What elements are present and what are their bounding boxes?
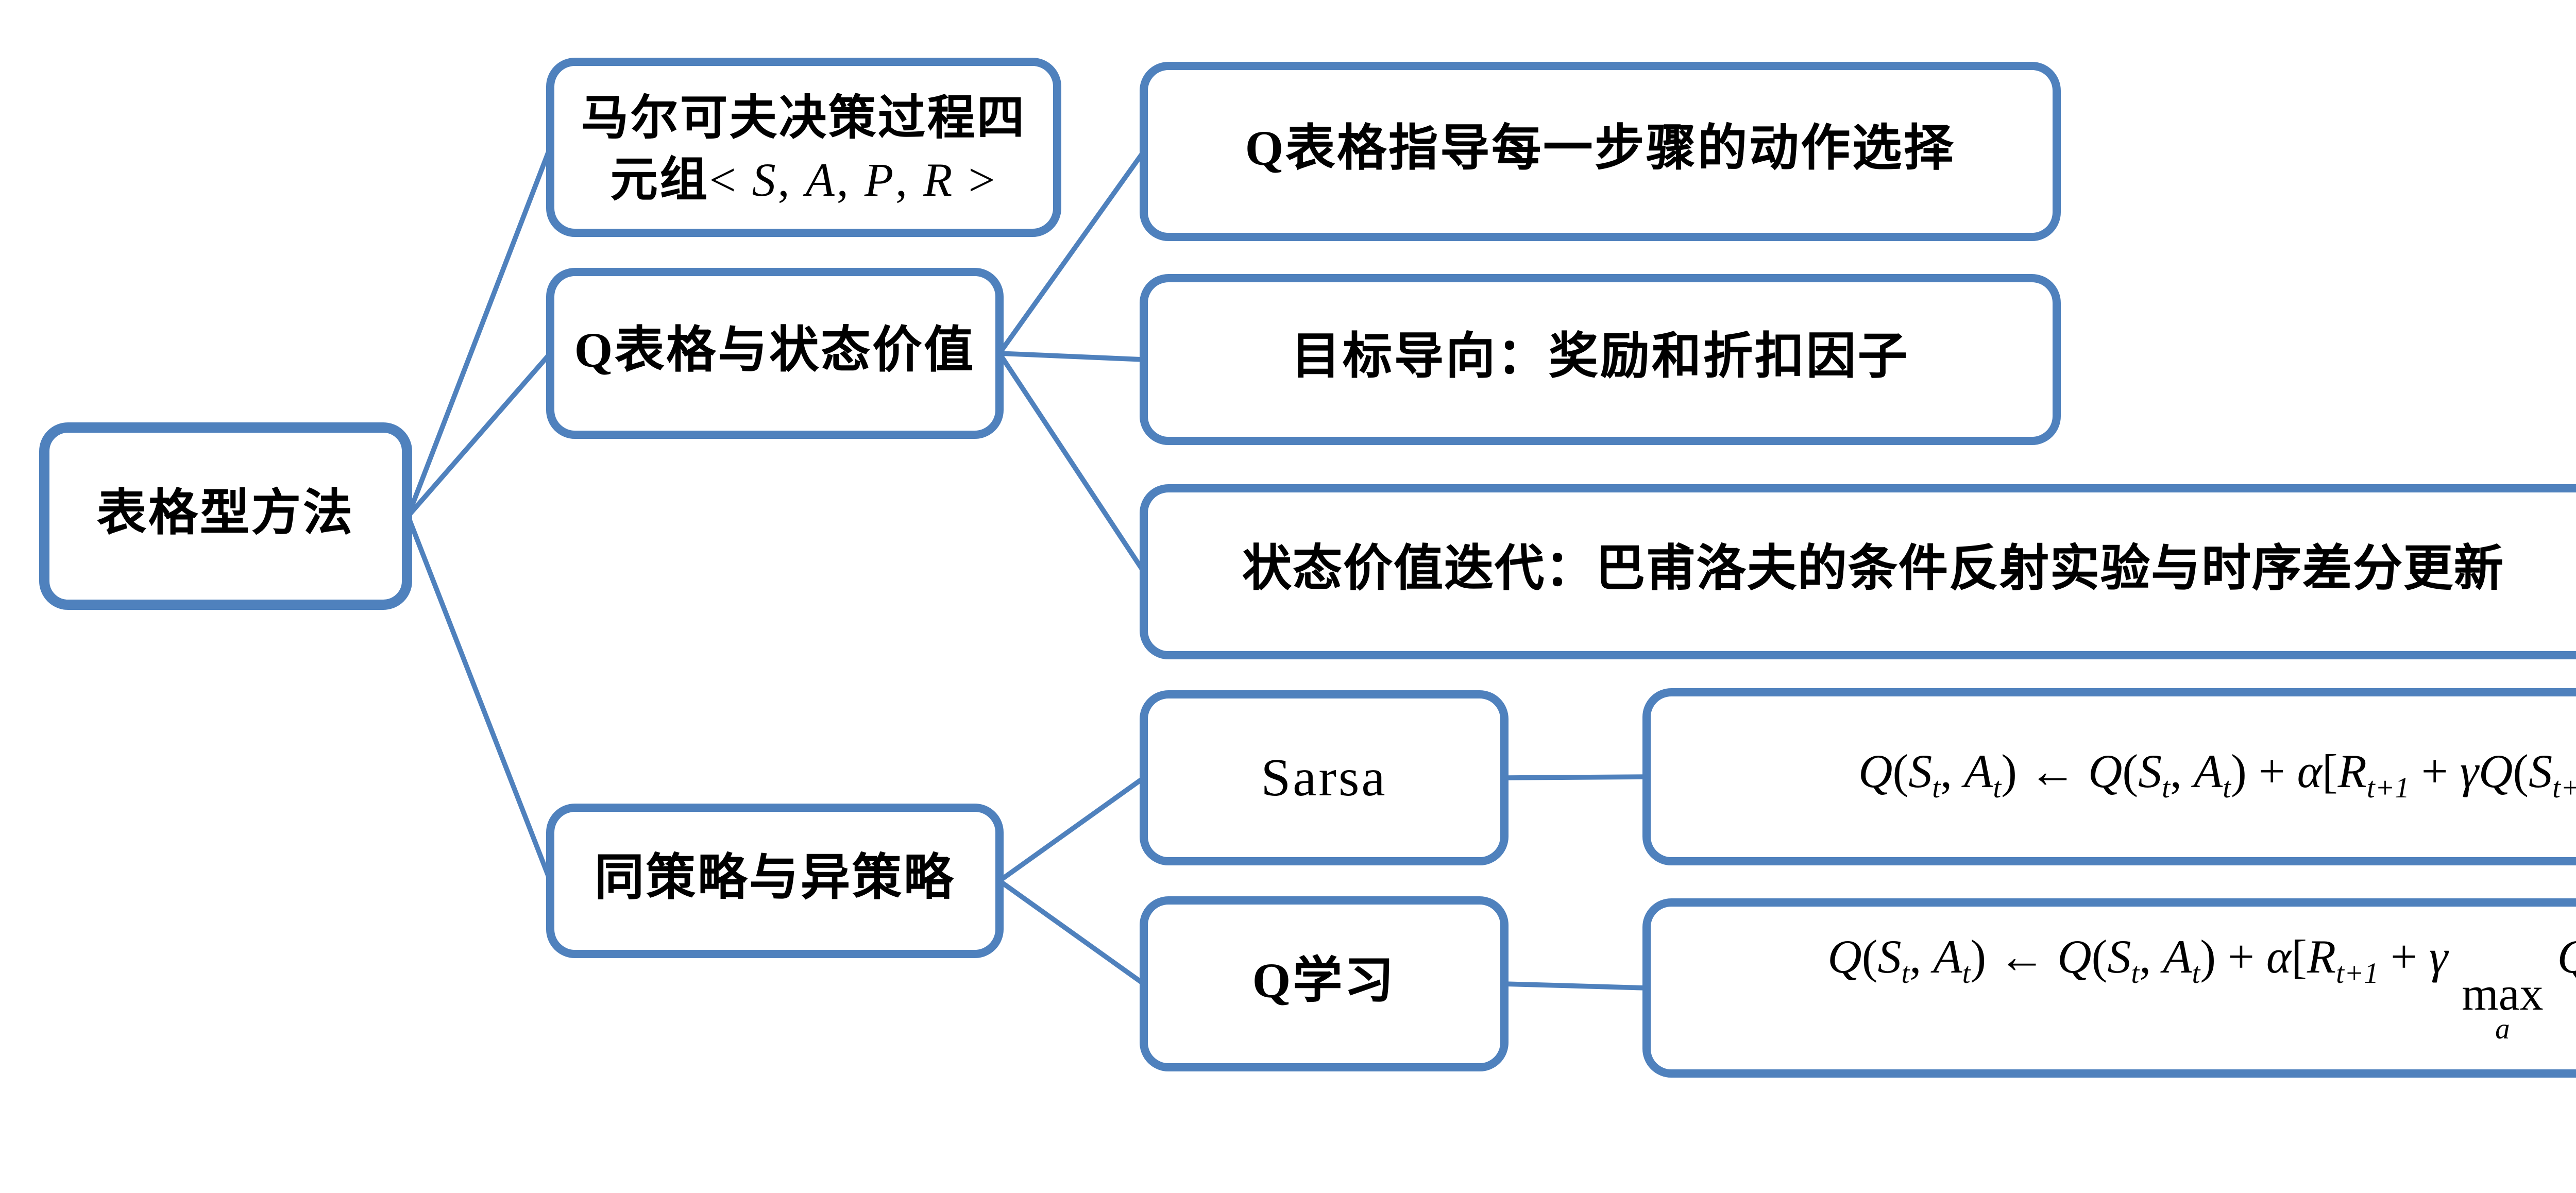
formula-token: ( xyxy=(1892,746,1909,798)
node-label: 表格型方法 xyxy=(97,488,354,542)
formula-token: , xyxy=(895,155,924,207)
connector-line xyxy=(1502,981,1649,991)
formula-token: A xyxy=(1933,932,1962,984)
node-label-line1: 马尔可夫决策过程四 xyxy=(581,93,1026,145)
formula-token: t xyxy=(1962,959,1971,992)
formula-token: S xyxy=(1908,746,1933,798)
formula-token: t xyxy=(2131,959,2140,992)
formula-token: , xyxy=(1909,932,1934,984)
formula-token: γQ xyxy=(2460,746,2513,798)
node-label-line2: 元组< S, A, P, R > xyxy=(611,154,997,210)
formula-token: ) + xyxy=(2200,932,2266,984)
formula-token: t xyxy=(1932,773,1941,807)
formula-token: Q xyxy=(1827,932,1862,984)
connector-line xyxy=(405,514,553,883)
node-tabular-methods: 表格型方法 xyxy=(39,422,412,610)
formula-token: Q xyxy=(2057,932,2092,984)
formula-token: t xyxy=(2162,773,2170,807)
connector-line xyxy=(997,149,1146,356)
formula-token xyxy=(2546,932,2557,983)
formula-token: ) + xyxy=(2231,746,2297,798)
node-sarsa: Sarsa xyxy=(1140,690,1509,865)
formula-token: P xyxy=(864,155,896,207)
sarsa-formula-text: Q(St, At) ← Q(St, At) + α[Rt+1 + γQ(St+1… xyxy=(1858,745,2576,809)
formula-token: Q xyxy=(2088,746,2123,798)
connector-line xyxy=(997,351,1146,574)
node-label: 目标导向：奖励和折扣因子 xyxy=(1291,332,1909,386)
formula-token: α xyxy=(2266,932,2292,984)
formula-token: S xyxy=(2107,932,2131,984)
formula-token: ( xyxy=(2091,932,2108,984)
formula-token: t xyxy=(2192,959,2200,992)
formula-token: t+1 xyxy=(2336,959,2379,992)
formula-token: Q xyxy=(2557,932,2576,983)
node-label: Q学习 xyxy=(1252,956,1396,1010)
formula-token: S xyxy=(752,155,778,207)
formula-token: + xyxy=(2378,932,2429,984)
connector-line xyxy=(1502,774,1649,780)
formula-token: , xyxy=(2170,746,2194,798)
formula-token: S xyxy=(2138,746,2162,798)
formula-token: R xyxy=(2337,746,2367,798)
connector-line xyxy=(997,351,1146,362)
connector-line xyxy=(997,878,1146,986)
node-q-table-guides-actions: Q表格指导每一步骤的动作选择 xyxy=(1140,62,2061,241)
formula-token: < xyxy=(709,155,752,207)
formula-token: A xyxy=(805,155,837,207)
formula-token: ) ← xyxy=(1970,932,2058,984)
formula-token: A xyxy=(2163,932,2192,984)
formula-token: ( xyxy=(2122,746,2139,798)
formula-token: , xyxy=(777,155,806,207)
node-label: Q表格指导每一步骤的动作选择 xyxy=(1245,124,1956,178)
formula-token: A xyxy=(1964,746,1993,798)
node-label: Q表格与状态价值 xyxy=(574,326,976,380)
formula-token: R xyxy=(923,155,955,207)
formula-token: S xyxy=(2529,746,2553,798)
formula-token: 元组 xyxy=(610,155,709,207)
formula-token: [ xyxy=(2291,932,2307,984)
connector-line xyxy=(997,775,1146,883)
formula-token: S xyxy=(1877,932,1902,984)
formula-token: , xyxy=(1940,746,1964,798)
connector-line xyxy=(405,145,553,519)
connector-line xyxy=(405,351,553,519)
formula-token: t xyxy=(1993,773,2002,807)
formula-token: t xyxy=(2223,773,2231,807)
formula-token: α xyxy=(2297,746,2322,798)
formula-token: ( xyxy=(2513,746,2529,798)
formula-token: ( xyxy=(1861,932,1878,984)
formula-token: t+1 xyxy=(2552,773,2576,807)
formula-token: , xyxy=(2139,932,2163,984)
node-q-table-state-value: Q表格与状态价值 xyxy=(546,268,1004,439)
node-state-value-iteration: 状态价值迭代：巴甫洛夫的条件反射实验与时序差分更新 xyxy=(1140,484,2576,659)
formula-token: t+1 xyxy=(2366,773,2410,807)
node-goal-oriented-reward-discount: 目标导向：奖励和折扣因子 xyxy=(1140,274,2061,445)
node-label: Sarsa xyxy=(1261,747,1387,807)
formula-token: γ xyxy=(2429,932,2448,984)
formula-token: + xyxy=(2409,746,2460,798)
formula-token xyxy=(2448,932,2460,983)
formula-token: > xyxy=(954,155,997,207)
formula-token: Q xyxy=(1858,746,1893,798)
node-label: 状态价值迭代：巴甫洛夫的条件反射实验与时序差分更新 xyxy=(1242,544,2504,598)
formula-token: A xyxy=(2193,746,2223,798)
formula-token: ) ← xyxy=(2001,746,2088,798)
node-on-policy-off-policy: 同策略与异策略 xyxy=(546,804,1004,958)
formula-token: t xyxy=(1901,959,1910,992)
node-q-learning: Q学习 xyxy=(1140,896,1509,1071)
node-mdp-tuple: 马尔可夫决策过程四 元组< S, A, P, R > xyxy=(546,58,1061,237)
formula-token: , xyxy=(836,155,865,207)
node-label: 同策略与异策略 xyxy=(595,853,955,907)
node-sarsa-update-formula: Q(St, At) ← Q(St, At) + α[Rt+1 + γQ(St+1… xyxy=(1642,688,2576,865)
formula-token: [ xyxy=(2321,746,2338,798)
formula-token: R xyxy=(2307,932,2336,984)
